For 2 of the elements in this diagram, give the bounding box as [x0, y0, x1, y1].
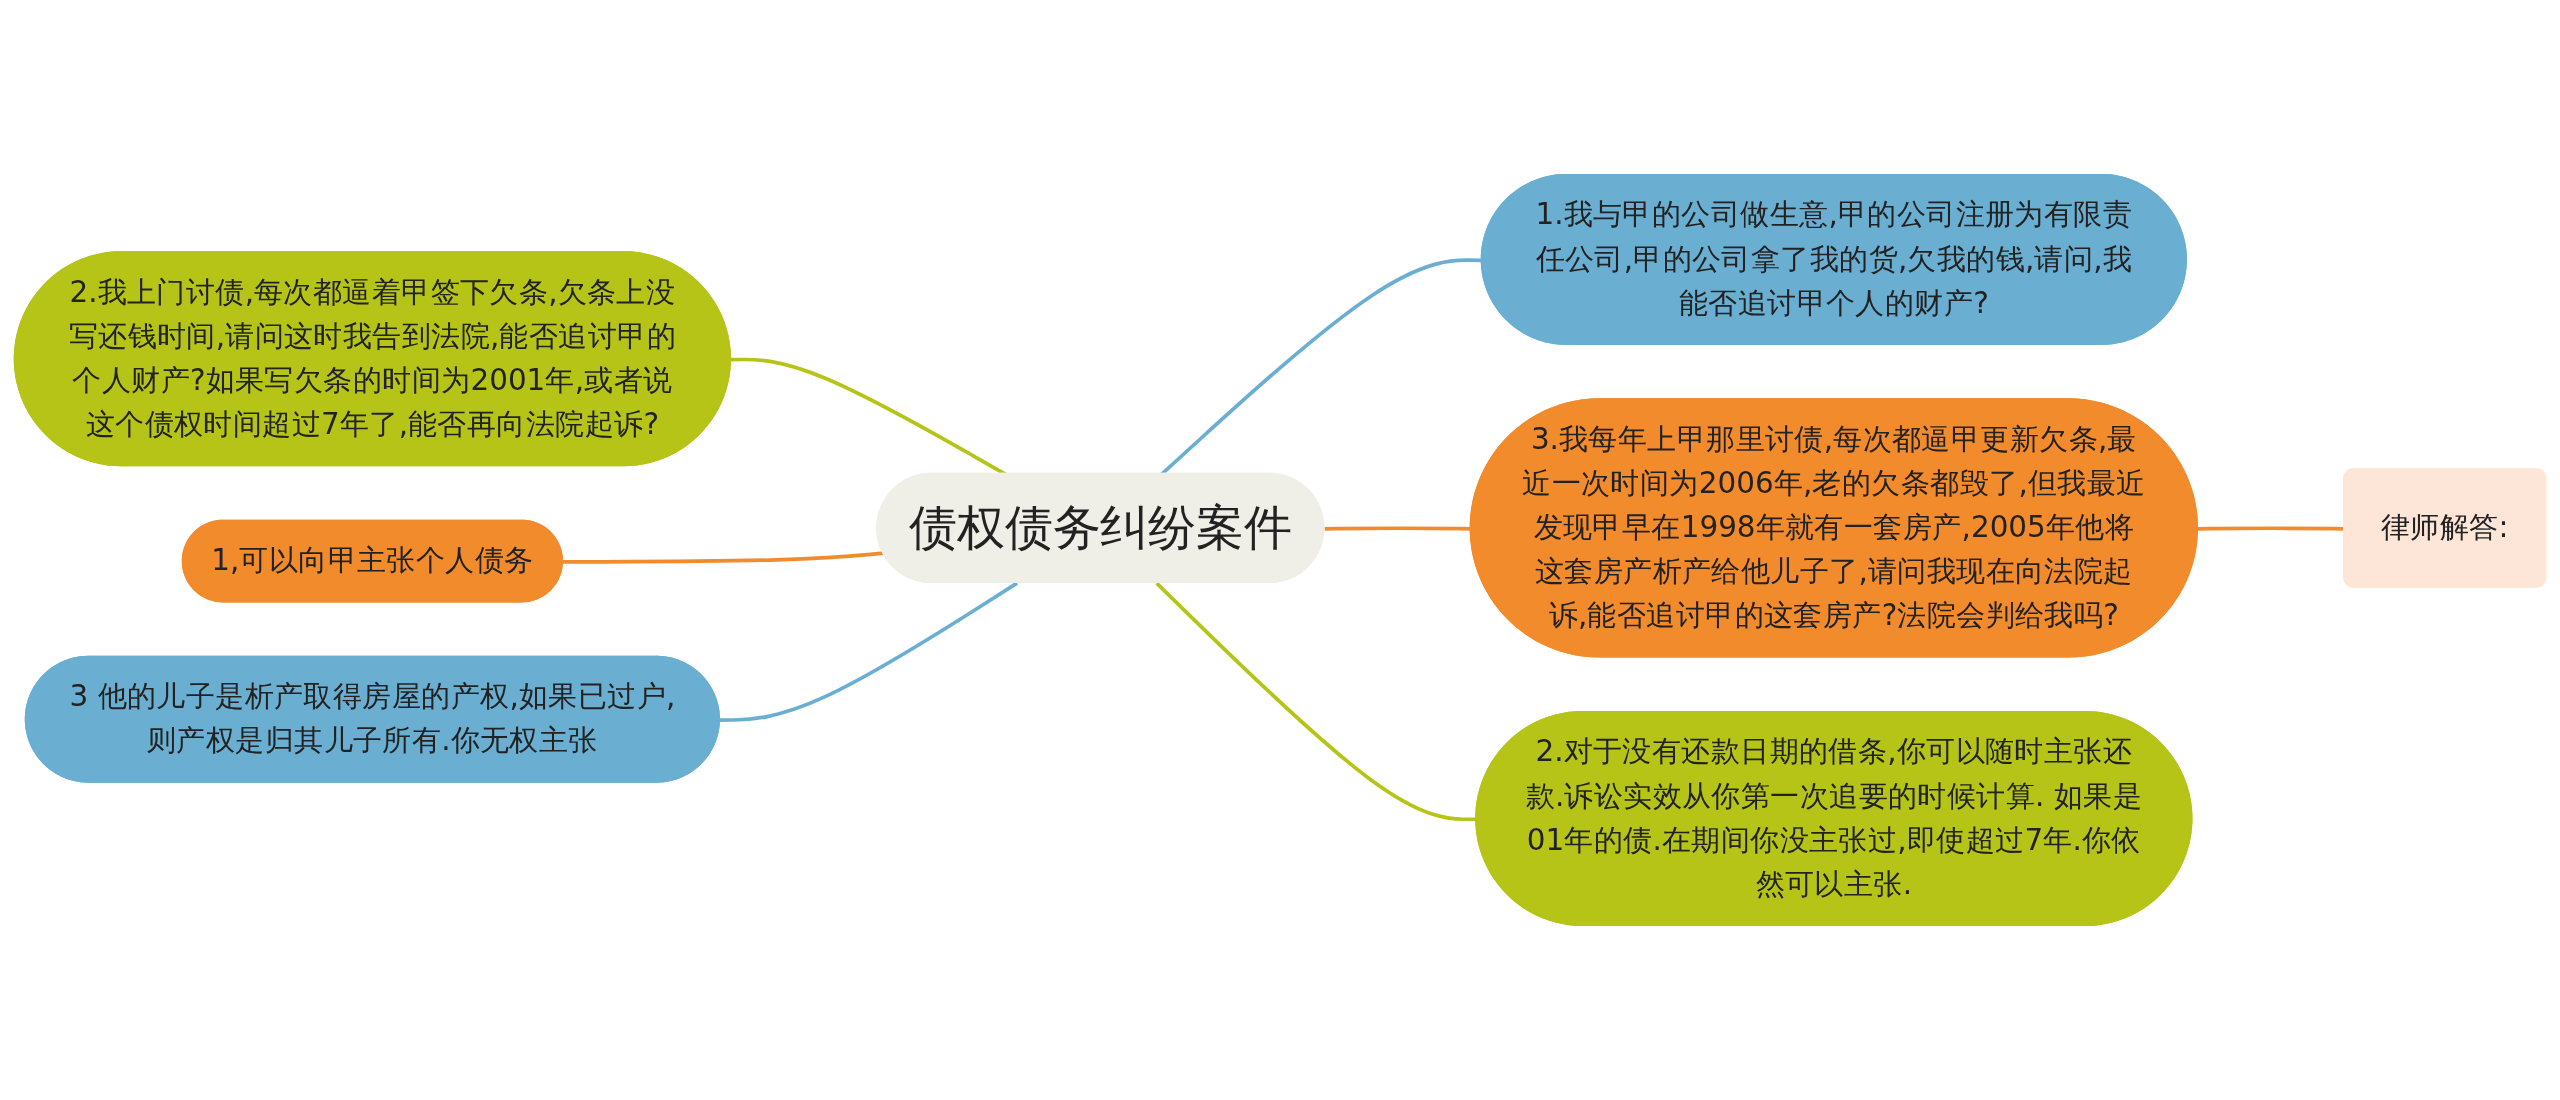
connector [719, 581, 1019, 722]
connector [562, 551, 884, 564]
